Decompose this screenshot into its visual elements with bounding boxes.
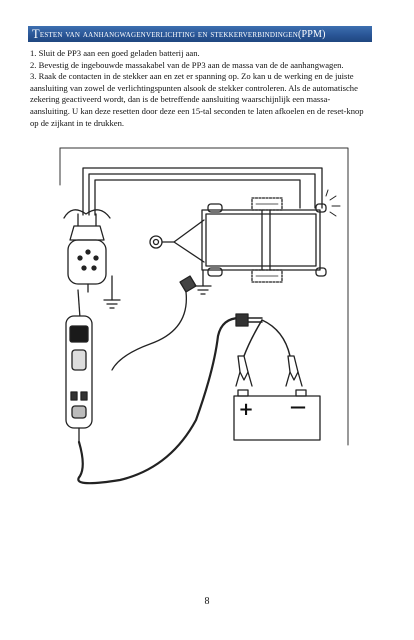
ground-icon-left	[103, 275, 121, 309]
header-initial: T	[32, 26, 40, 41]
header-suffix: (PPM)	[297, 28, 326, 40]
ground-lead	[111, 291, 187, 371]
ground-icon-right	[194, 269, 212, 295]
ground-clip	[179, 275, 197, 293]
red-lead	[243, 319, 263, 357]
diagram-frame	[59, 147, 349, 446]
instructions: 1. Sluit de PP3 aan een goed geladen bat…	[30, 48, 370, 129]
black-clamp-icon	[285, 355, 303, 387]
battery-plus: +	[238, 399, 253, 420]
battery-minus: —	[290, 397, 306, 416]
wire-top-3	[94, 179, 301, 216]
step-3: 3. Raak de contacten in de stekker aan e…	[30, 71, 364, 128]
wire-top-2	[88, 173, 316, 216]
step-1: 1. Sluit de PP3 aan een goed geladen bat…	[30, 48, 200, 58]
header-title: esten van aanhangwagenverlichting en ste…	[39, 28, 298, 40]
page-number: 8	[204, 596, 210, 607]
wire-top-1	[82, 167, 323, 216]
trailer-icon	[149, 197, 327, 283]
red-clamp-icon	[235, 355, 253, 387]
step-2: 2. Bevestig de ingebouwde massakabel van…	[30, 59, 344, 70]
power-probe-icon	[65, 289, 93, 443]
section-header: T esten van aanhangwagenverlichting en s…	[28, 26, 372, 42]
lamp-icon	[63, 209, 111, 293]
battery-icon	[233, 389, 321, 441]
power-cable	[77, 316, 242, 485]
light-rays-icon	[325, 189, 341, 217]
black-lead	[261, 319, 291, 357]
